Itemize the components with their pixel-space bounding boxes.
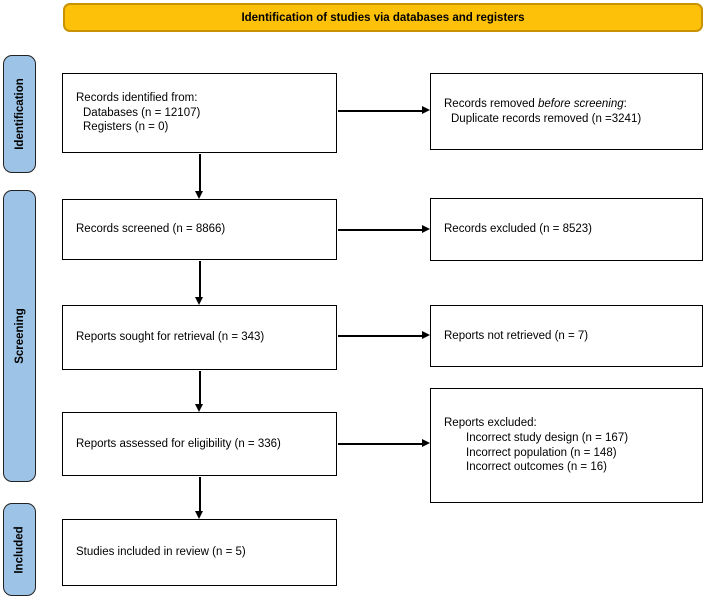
box-reports-assessed: Reports assessed for eligibility (n = 33… bbox=[62, 412, 337, 476]
reports-excluded-line2: Incorrect study design (n = 167) bbox=[466, 431, 629, 444]
reports-sought-label: Reports sought for retrieval (n = 343) bbox=[76, 331, 265, 344]
banner-title: Identification of studies via databases … bbox=[241, 11, 525, 24]
arrow-assessed-to-excluded-head bbox=[422, 439, 430, 447]
stage-label-included-text: Included bbox=[13, 525, 26, 574]
records-identified-line3: Registers (n = 0) bbox=[83, 121, 169, 134]
box-reports-not-retrieved: Reports not retrieved (n = 7) bbox=[430, 305, 703, 367]
reports-excluded-line4: Incorrect outcomes (n = 16) bbox=[466, 461, 607, 474]
records-screened-label: Records screened (n = 8866) bbox=[76, 223, 226, 236]
arrow-identified-to-screened-head bbox=[195, 191, 203, 199]
arrow-screened-to-excluded-line bbox=[338, 229, 423, 231]
arrow-screened-to-sought-head bbox=[195, 297, 203, 305]
arrow-sought-to-assessed-head bbox=[195, 404, 203, 412]
records-removed-italic: before screening bbox=[537, 97, 624, 110]
stage-label-screening-text: Screening bbox=[13, 308, 26, 364]
arrow-sought-to-not-retrieved-head bbox=[422, 331, 430, 339]
records-removed-suffix: : bbox=[623, 97, 627, 110]
box-reports-excluded: Reports excluded: Incorrect study design… bbox=[430, 388, 703, 503]
records-removed-line2: Duplicate records removed (n =3241) bbox=[451, 112, 642, 125]
box-records-screened: Records screened (n = 8866) bbox=[62, 199, 337, 260]
records-identified-line1: Records identified from: bbox=[76, 91, 198, 104]
arrow-screened-to-excluded-head bbox=[422, 225, 430, 233]
box-records-identified: Records identified from: Databases (n = … bbox=[62, 73, 337, 153]
arrow-screened-to-sought-line bbox=[199, 261, 201, 298]
box-studies-included: Studies included in review (n = 5) bbox=[62, 519, 337, 586]
reports-excluded-line1: Reports excluded: bbox=[444, 417, 537, 430]
reports-assessed-label: Reports assessed for eligibility (n = 33… bbox=[76, 437, 281, 450]
arrow-sought-to-assessed-line bbox=[199, 371, 201, 405]
banner: Identification of studies via databases … bbox=[63, 3, 703, 32]
studies-included-label: Studies included in review (n = 5) bbox=[76, 546, 246, 559]
records-removed-line1: Records removed before screening: bbox=[444, 97, 696, 112]
arrow-identified-to-removed-head bbox=[422, 106, 430, 114]
arrow-assessed-to-excluded-line bbox=[338, 443, 423, 445]
arrow-identified-to-screened-line bbox=[199, 154, 201, 192]
records-excluded-label: Records excluded (n = 8523) bbox=[444, 223, 592, 236]
reports-excluded-line3: Incorrect population (n = 148) bbox=[466, 446, 617, 459]
arrow-assessed-to-included-head bbox=[195, 511, 203, 519]
stage-label-included: Included bbox=[3, 503, 36, 596]
records-removed-prefix: Records removed bbox=[444, 97, 538, 110]
reports-not-retrieved-label: Reports not retrieved (n = 7) bbox=[444, 329, 589, 342]
stage-label-identification-text: Identification bbox=[13, 78, 26, 150]
arrow-assessed-to-included-line bbox=[199, 477, 201, 512]
stage-label-screening: Screening bbox=[3, 190, 36, 482]
stage-label-identification: Identification bbox=[3, 55, 36, 173]
records-identified-line2: Databases (n = 12107) bbox=[83, 106, 201, 119]
box-reports-sought: Reports sought for retrieval (n = 343) bbox=[62, 305, 337, 370]
arrow-sought-to-not-retrieved-line bbox=[338, 335, 423, 337]
arrow-identified-to-removed-line bbox=[338, 110, 423, 112]
box-records-excluded: Records excluded (n = 8523) bbox=[430, 198, 703, 261]
box-records-removed: Records removed before screening: Duplic… bbox=[430, 73, 703, 150]
